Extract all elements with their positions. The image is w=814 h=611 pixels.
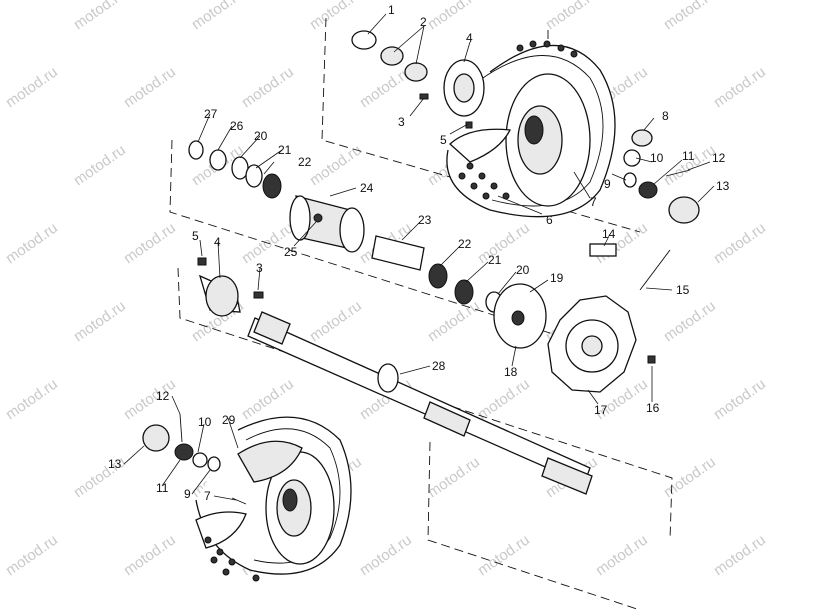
- watermark-text: motod.ru: [711, 63, 769, 111]
- callout-23: 23: [418, 213, 432, 227]
- watermark-text: motod.ru: [425, 0, 483, 33]
- callout-10-lower: 10: [198, 415, 212, 429]
- watermark-text: motod.ru: [3, 63, 61, 111]
- callout-13: 13: [716, 179, 730, 193]
- callout-19: 19: [550, 271, 564, 285]
- rear-tire-lower: [195, 416, 352, 582]
- callout-3: 3: [398, 115, 405, 129]
- watermark-text: motod.ru: [307, 141, 365, 189]
- callout-26: 26: [230, 119, 244, 133]
- callout-5-lower: 5: [192, 229, 199, 243]
- hub-lower: [197, 257, 264, 317]
- sprocket-and-hub: [493, 283, 656, 393]
- watermark-text: motod.ru: [121, 531, 179, 579]
- watermark-text: motod.ru: [661, 0, 719, 33]
- watermark-text: motod.ru: [711, 375, 769, 423]
- callout-9-lower: 9: [184, 487, 191, 501]
- callout-27: 27: [204, 107, 218, 121]
- callout-18: 18: [504, 365, 518, 379]
- watermark-text: motod.ru: [475, 375, 533, 423]
- watermark-text: motod.ru: [71, 0, 129, 33]
- callout-21: 21: [488, 253, 502, 267]
- callout-20: 20: [516, 263, 530, 277]
- callout-15: 15: [676, 283, 690, 297]
- watermark-text: motod.ru: [3, 375, 61, 423]
- callout-20-upper: 20: [254, 129, 268, 143]
- callout-3-lower: 3: [256, 261, 263, 275]
- bearing-carrier-assembly: [188, 140, 503, 313]
- callout-5: 5: [440, 133, 447, 147]
- watermark-text: motod.ru: [239, 375, 297, 423]
- watermark-text: motod.ru: [71, 141, 129, 189]
- watermark-text: motod.ru: [239, 63, 297, 111]
- watermark-text: motod.ru: [661, 297, 719, 345]
- callout-29: 29: [222, 413, 236, 427]
- callout-4-lower: 4: [214, 235, 221, 249]
- right-side-hardware: [589, 129, 700, 291]
- watermark-text: motod.ru: [543, 0, 601, 33]
- callout-9: 9: [604, 177, 611, 191]
- callout-11-lower: 11: [156, 481, 169, 495]
- callout-21-upper: 21: [278, 143, 292, 157]
- callout-10: 10: [650, 151, 664, 165]
- watermark-text: motod.ru: [121, 375, 179, 423]
- callout-1: 1: [388, 3, 395, 17]
- callout-4: 4: [466, 31, 473, 45]
- watermark-text: motod.ru: [307, 297, 365, 345]
- callout-7: 7: [590, 195, 597, 209]
- callout-28: 28: [432, 359, 446, 373]
- callout-11: 11: [682, 149, 695, 163]
- callout-2: 2: [420, 15, 427, 29]
- watermark-text: motod.ru: [189, 0, 247, 33]
- callout-12-lower: 12: [156, 389, 170, 403]
- callout-16: 16: [646, 401, 660, 415]
- watermark-text: motod.ru: [711, 219, 769, 267]
- watermark-text: motod.ru: [71, 297, 129, 345]
- watermark-text: motod.ru: [3, 531, 61, 579]
- watermark-text: motod.ru: [307, 0, 365, 33]
- tread-knobs: [458, 40, 578, 200]
- callout-22-upper: 22: [298, 155, 312, 169]
- rear-axle-shaft: [247, 311, 593, 495]
- callout-8: 8: [662, 109, 669, 123]
- callout-13-lower: 13: [108, 457, 122, 471]
- callout-labels: 1 2 4 3 5 8 10 11 12 9 13 7 6 14 15 16 1…: [108, 3, 730, 503]
- callout-25: 25: [284, 245, 298, 259]
- leader-lines: [123, 13, 715, 501]
- watermark-text: motod.ru: [357, 531, 415, 579]
- callout-17: 17: [594, 403, 608, 417]
- left-side-hardware: [142, 413, 247, 505]
- watermark-text: motod.ru: [3, 219, 61, 267]
- watermark-text: motod.ru: [711, 531, 769, 579]
- hub-upper: [351, 30, 485, 129]
- watermark-text: motod.ru: [425, 453, 483, 501]
- watermark-text: motod.ru: [593, 531, 651, 579]
- rear-tire-upper: [446, 40, 616, 218]
- callout-14: 14: [602, 227, 616, 241]
- callout-12: 12: [712, 151, 726, 165]
- callout-24: 24: [360, 181, 374, 195]
- callout-22: 22: [458, 237, 472, 251]
- callout-7-lower: 7: [204, 489, 211, 503]
- watermark-text: motod.ru: [121, 219, 179, 267]
- watermark-text: motod.ru: [475, 219, 533, 267]
- callout-6: 6: [546, 213, 553, 227]
- watermark-text: motod.ru: [425, 297, 483, 345]
- watermark-text: motod.ru: [121, 63, 179, 111]
